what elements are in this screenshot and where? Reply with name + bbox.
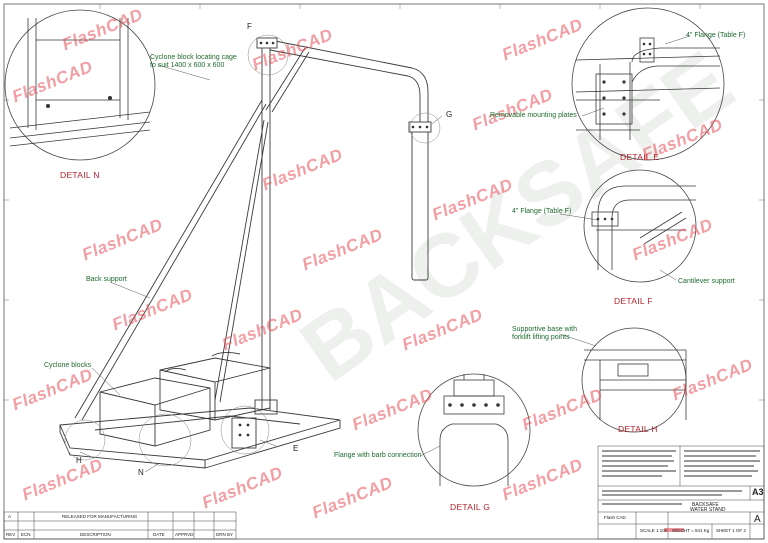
detail-h-caption: DETAIL H: [618, 424, 658, 434]
label-flange-f: 4" Flange (Table F): [512, 208, 572, 215]
label-supportive-base: Supportive base with forklift lifting po…: [512, 326, 577, 342]
scale: SCALE 1:100: [640, 528, 668, 533]
weight: WEIGHT = 841 Kg: [672, 528, 710, 533]
detail-g-caption: DETAIL G: [450, 502, 491, 512]
title-block-highlight: [664, 528, 684, 532]
detail-n-view: [4, 9, 156, 161]
detail-g-view: [417, 373, 531, 487]
detail-n-caption: DETAIL N: [60, 170, 100, 180]
drawing-title: WATER STAND: [690, 507, 726, 513]
detail-e-view: [571, 7, 725, 161]
label-removable-plates: Removable mounting plates: [490, 112, 577, 119]
drawn-by: Flash CAD: [604, 515, 626, 520]
detail-f-caption: DETAIL F: [614, 296, 653, 306]
detail-f-view: [583, 169, 697, 283]
title-block-notes: [602, 450, 760, 505]
ref-letter-f: F: [247, 22, 252, 31]
col-description: DESCRIPTION: [80, 532, 111, 537]
zone-ticks: [4, 4, 764, 401]
label-flange-barb: Flange with barb connection: [334, 452, 422, 459]
col-rev: REV: [6, 532, 16, 537]
sheet-size: A3: [752, 487, 764, 497]
ref-letter-h: H: [76, 456, 82, 465]
label-cyclone-blocks: Cyclone blocks: [44, 362, 92, 369]
label-flange-e: 4" Flange (Table F): [686, 32, 746, 39]
ref-letter-g: G: [446, 110, 453, 119]
title-block-grid: [3, 445, 765, 540]
rev-letter: A: [8, 514, 12, 519]
flange-bolts: [238, 41, 429, 437]
col-date: DATE: [153, 532, 165, 537]
detail-reference-circles: [64, 34, 441, 467]
col-ecn: ECN: [21, 532, 31, 537]
background-logo-lettering: BACKSAFE: [284, 32, 751, 401]
ref-letter-e: E: [293, 444, 299, 453]
col-apprvd: APPRVD: [175, 532, 194, 537]
company-name: BACKSAFE: [692, 502, 719, 508]
label-cyclone-cage: Cyclone block locating cage to suit 1400…: [150, 54, 237, 70]
detail-e-caption: DETAIL E: [620, 152, 660, 162]
ref-letter-n: N: [138, 468, 144, 477]
label-back-support: Back support: [86, 276, 127, 283]
revision-box: A: [754, 514, 761, 525]
detail-h-view: [581, 327, 687, 433]
sheet-number: SHEET 1 OF 2: [716, 528, 746, 533]
label-cantilever: Cantilever support: [678, 278, 735, 285]
sheet-border: [3, 3, 765, 540]
rev-description: RELEASED FOR MANUFACTURING: [62, 514, 138, 519]
col-drn-by: DRN BY: [216, 532, 234, 537]
